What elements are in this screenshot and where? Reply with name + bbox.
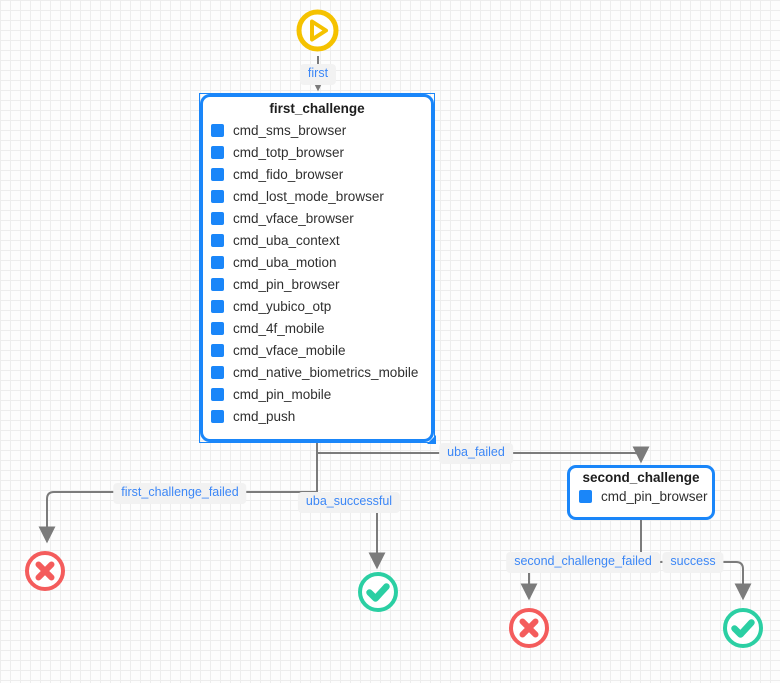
node-item-label: cmd_yubico_otp	[233, 298, 332, 314]
node-item: cmd_pin_browser	[579, 486, 708, 506]
command-icon	[211, 277, 224, 291]
node-item: cmd_push	[211, 405, 427, 427]
node-item-label: cmd_fido_browser	[233, 166, 344, 182]
node-item: cmd_yubico_otp	[211, 295, 427, 317]
command-icon	[211, 321, 224, 335]
node-item: cmd_uba_motion	[211, 251, 427, 273]
node-item-label: cmd_uba_context	[233, 232, 340, 248]
edge-label-first-challenge-failed[interactable]: first_challenge_failed	[113, 483, 247, 504]
check-circle-icon[interactable]	[721, 606, 765, 650]
command-icon	[579, 489, 592, 503]
node-item-label: cmd_sms_browser	[233, 122, 347, 138]
node-item: cmd_fido_browser	[211, 163, 427, 185]
node-item: cmd_vface_mobile	[211, 339, 427, 361]
node-item-label: cmd_pin_browser	[601, 488, 708, 504]
edge-label-uba-successful[interactable]: uba_successful	[297, 492, 401, 513]
node-item: cmd_vface_browser	[211, 207, 427, 229]
node-item-label: cmd_pin_browser	[233, 276, 340, 292]
node-item-label: cmd_4f_mobile	[233, 320, 325, 336]
command-icon	[211, 343, 224, 357]
node-item: cmd_totp_browser	[211, 141, 427, 163]
command-icon	[211, 211, 224, 225]
command-icon	[211, 145, 224, 159]
node-item-label: cmd_pin_mobile	[233, 386, 332, 402]
command-icon	[211, 189, 224, 203]
node-item-list: cmd_pin_browser	[570, 485, 712, 506]
play-circle-icon[interactable]	[294, 7, 341, 54]
edge-label-second-challenge-failed[interactable]: second_challenge_failed	[506, 552, 660, 573]
node-first-challenge[interactable]: first_challenge cmd_sms_browser cmd_totp_…	[200, 94, 434, 442]
node-item: cmd_4f_mobile	[211, 317, 427, 339]
node-title: first_challenge	[269, 101, 365, 116]
resize-handle-icon[interactable]	[427, 435, 436, 444]
edge-label-success[interactable]: success	[662, 552, 724, 573]
fail-x-icon[interactable]	[507, 606, 551, 650]
node-title: second_challenge	[582, 470, 700, 485]
node-item-label: cmd_vface_browser	[233, 210, 354, 226]
command-icon	[211, 299, 224, 313]
node-item: cmd_sms_browser	[211, 119, 427, 141]
node-item-label: cmd_native_biometrics_mobile	[233, 364, 419, 380]
edge-uba-failed[interactable]	[317, 446, 650, 464]
node-second-challenge[interactable]: second_challenge cmd_pin_browser	[567, 465, 715, 520]
command-icon	[211, 409, 224, 423]
node-first-challenge-selection: first_challenge cmd_sms_browser cmd_totp_…	[199, 93, 436, 444]
fail-x-icon[interactable]	[23, 549, 67, 593]
command-icon	[211, 167, 224, 181]
edge-label-first[interactable]: first	[299, 64, 337, 85]
node-item: cmd_uba_context	[211, 229, 427, 251]
node-item-label: cmd_lost_mode_browser	[233, 188, 384, 204]
node-item-list: cmd_sms_browser cmd_totp_browser cmd_fido_…	[203, 116, 431, 427]
command-icon	[211, 365, 224, 379]
node-item-label: cmd_push	[233, 408, 296, 424]
check-circle-icon[interactable]	[356, 570, 400, 614]
edge-first-challenge-failed[interactable]	[38, 491, 317, 544]
command-icon	[211, 123, 224, 137]
command-icon	[211, 387, 224, 401]
node-item-label: cmd_uba_motion	[233, 254, 337, 270]
edge-label-uba-failed[interactable]: uba_failed	[439, 443, 513, 464]
node-item: cmd_pin_browser	[211, 273, 427, 295]
node-item-label: cmd_vface_mobile	[233, 342, 346, 358]
node-item-label: cmd_totp_browser	[233, 144, 345, 160]
command-icon	[211, 233, 224, 247]
node-item: cmd_lost_mode_browser	[211, 185, 427, 207]
command-icon	[211, 255, 224, 269]
node-item: cmd_native_biometrics_mobile	[211, 361, 427, 383]
node-item: cmd_pin_mobile	[211, 383, 427, 405]
